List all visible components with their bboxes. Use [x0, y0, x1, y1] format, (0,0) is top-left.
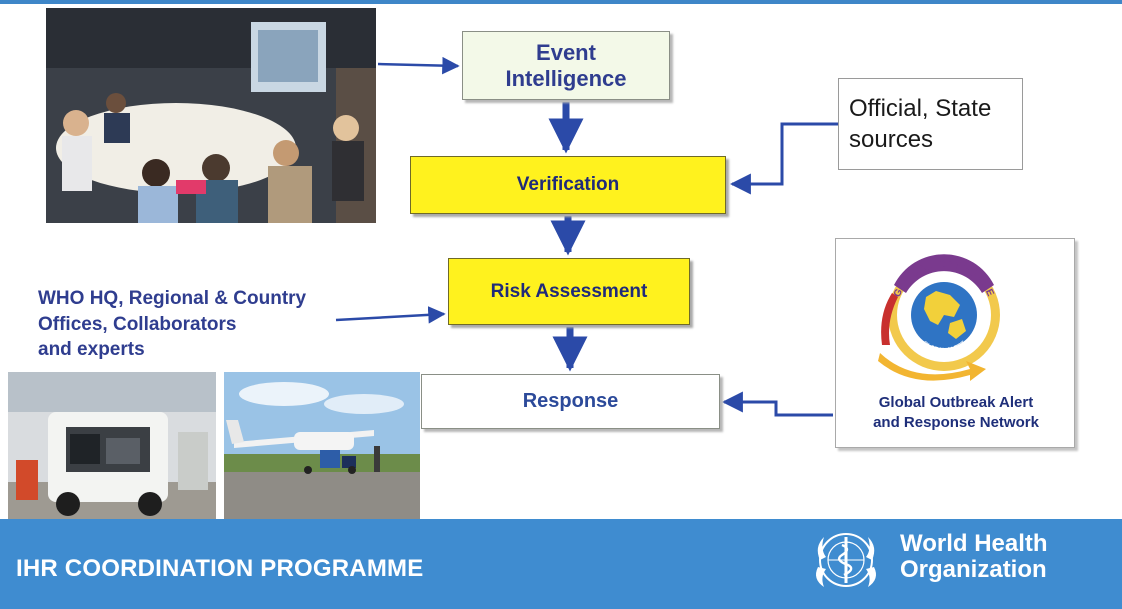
who-emblem-icon [816, 533, 876, 587]
arrow-meeting-to-event [377, 56, 460, 75]
top-rule [0, 0, 1122, 4]
event-intelligence-box: Event Intelligence [462, 31, 670, 100]
response-box: Response [421, 374, 720, 429]
who-network-sources-text: WHO HQ, Regional & Country Offices, Coll… [38, 288, 307, 361]
arrow-goarn-to-response [721, 391, 833, 417]
risk-assessment-box: Risk Assessment [448, 258, 690, 325]
small-airplane-photo [224, 372, 420, 522]
goarn-caption: Global Outbreak Alert and Response Netwo… [873, 394, 1039, 432]
verification-box: Verification [410, 156, 726, 214]
footer-bar: IHR COORDINATION PROGRAMME World Health … [0, 519, 1122, 609]
programme-title: IHR COORDINATION PROGRAMME [16, 555, 424, 582]
arrow-official-to-verification [729, 122, 838, 195]
goarn-box: GLOBAL RESPONSE GLOBAL ALERT Global Outb… [835, 238, 1075, 448]
meeting-room-photo [46, 8, 376, 223]
official-state-sources-box: Official, State sources [838, 78, 1023, 170]
field-vehicle-photo [8, 372, 216, 522]
goarn-globe-logo: GLOBAL RESPONSE GLOBAL ALERT [878, 254, 1000, 381]
organization-name: World Health Organization [900, 530, 1048, 583]
